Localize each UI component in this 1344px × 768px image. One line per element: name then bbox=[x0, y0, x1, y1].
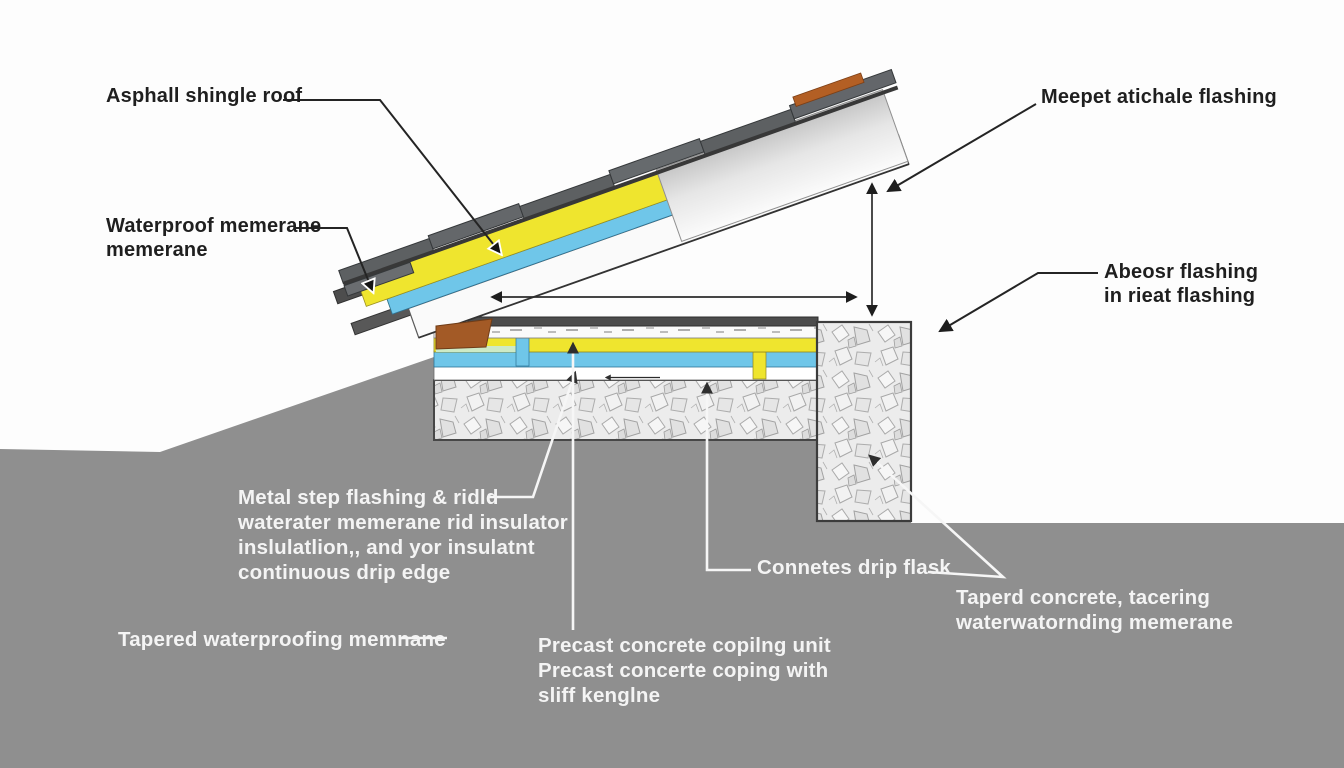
concrete-slab bbox=[433, 379, 819, 441]
leader-step-flashing bbox=[489, 370, 578, 499]
leader-waterproof-membrane bbox=[294, 227, 373, 292]
dimension-lines bbox=[490, 182, 878, 381]
leader-metal-cap-flashing bbox=[886, 103, 1037, 193]
leader-drip-flashing bbox=[701, 381, 751, 572]
ground bbox=[0, 357, 1344, 768]
connector-yellow bbox=[752, 351, 767, 380]
leader-tapered-concrete bbox=[868, 454, 1007, 579]
sloped-roof bbox=[332, 68, 910, 339]
roof-bottom-edge bbox=[418, 163, 910, 339]
leader-lines-dark bbox=[283, 99, 1098, 333]
connector-blue bbox=[515, 337, 530, 367]
flat-roof-assembly bbox=[433, 316, 819, 441]
ridge-orange-strip bbox=[792, 72, 865, 107]
junction-brown-wedge bbox=[435, 318, 493, 350]
deck-board bbox=[433, 324, 819, 339]
shingle-layer bbox=[338, 68, 899, 297]
leader-asphalt-shingle bbox=[283, 99, 501, 254]
leader-lines-white bbox=[400, 341, 1007, 640]
membrane-green-strip bbox=[436, 346, 518, 352]
parapet-wall bbox=[815, 320, 913, 523]
leader-counter-flashing bbox=[938, 272, 1098, 333]
deck-top-membrane bbox=[467, 316, 819, 327]
